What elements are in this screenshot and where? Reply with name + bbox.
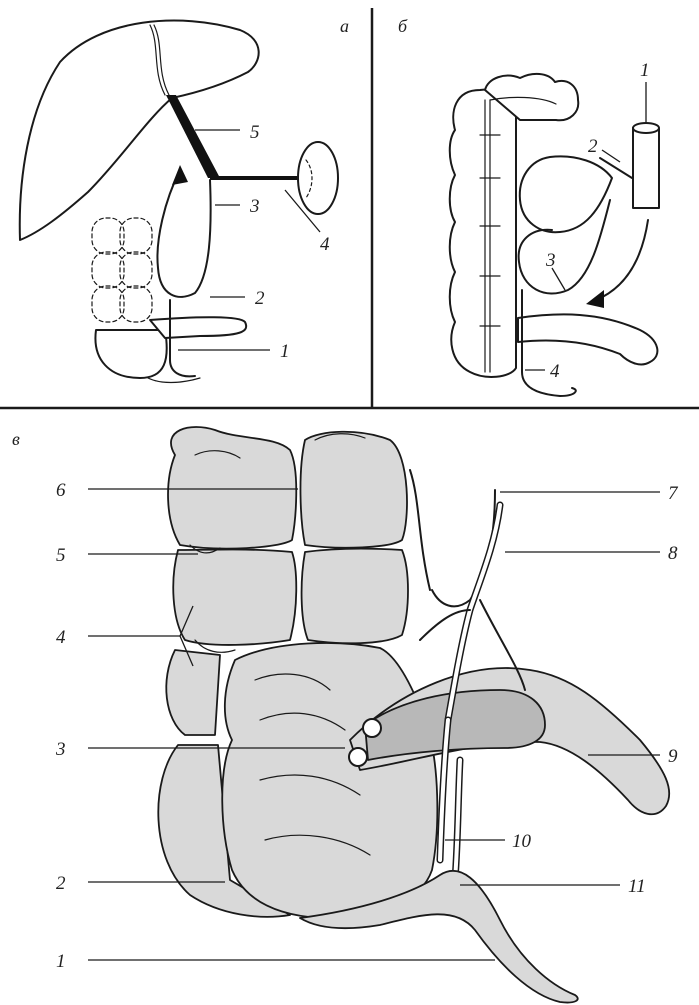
c-callout-9: 9	[668, 746, 678, 767]
portal-vein	[166, 95, 220, 178]
panel-b: б 1 2 3 4	[398, 16, 659, 396]
arcade-upper	[520, 156, 612, 232]
flow-arrow-b	[596, 220, 648, 300]
b-callout-3: 3	[545, 250, 556, 271]
panel-c-label: в	[12, 429, 20, 449]
b-callout-4: 4	[550, 361, 560, 382]
vessel-4	[522, 290, 576, 396]
panel-a: а 5 3	[20, 16, 349, 383]
b-callout-2: 2	[588, 136, 598, 157]
a-callout-2: 2	[255, 288, 265, 309]
a-callout-5: 5	[250, 122, 260, 143]
mesenteric-vein-loop	[157, 170, 210, 297]
c-callout-4: 4	[56, 627, 66, 648]
c-callout-2: 2	[56, 873, 66, 894]
a-callout-4: 4	[320, 234, 330, 255]
panel-b-label: б	[398, 16, 408, 36]
panel-c: в	[12, 427, 679, 1003]
valve-bottom	[349, 748, 367, 766]
c-callout-11: 11	[628, 876, 646, 897]
c-callout-7: 7	[668, 483, 679, 504]
valve-top	[363, 719, 381, 737]
c-callout-8: 8	[668, 543, 678, 564]
c-callout-10: 10	[512, 831, 532, 852]
flow-arrow	[172, 165, 188, 185]
vessel-7	[432, 490, 495, 606]
a-callout-1: 1	[280, 341, 290, 362]
vessel-branch-left	[410, 470, 430, 590]
panel-a-label: а	[340, 16, 349, 36]
vein-lower-2	[148, 378, 200, 383]
c-callout-5: 5	[56, 545, 66, 566]
c-callout-3: 3	[55, 739, 66, 760]
flow-arrowhead-b	[586, 290, 604, 308]
spleen-shape	[298, 142, 338, 214]
vessel-2	[600, 158, 632, 178]
arcade-lower	[519, 200, 610, 294]
vessel-cylinder	[633, 123, 659, 208]
c-callout-1: 1	[56, 951, 66, 972]
b-leader-3	[552, 268, 565, 290]
a-callout-3: 3	[249, 196, 260, 217]
c-callout-6: 6	[56, 480, 66, 501]
b-callout-1: 1	[640, 60, 650, 81]
ileum-tube	[518, 314, 657, 364]
